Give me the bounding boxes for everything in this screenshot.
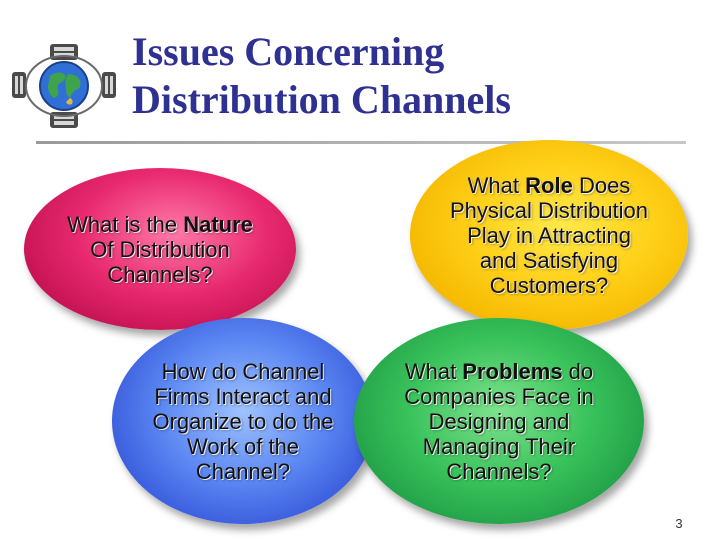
role-line-2: Physical Distribution [449,197,649,223]
slide-title-line-1: Issues Concerning [132,29,445,74]
role-line-1: What Role Does [467,172,631,198]
right-satellite-icon [102,72,116,98]
interact-line-5: Channel? [195,458,291,484]
left-satellite-icon [12,72,26,98]
problems-bubble: What Problems do Companies Face in Desig… [354,318,644,524]
slide-title-line-2: Distribution Channels [132,77,511,122]
nature-line-2: Of Distribution [90,236,230,262]
problems-line-3: Designing and [428,408,570,434]
role-line-5: Customers? [489,272,609,298]
problems-line-2: Companies Face in [404,383,594,409]
slide-title: Issues Concerning Distribution Channels [132,28,692,124]
page-number: 3 [675,516,683,531]
role-bubble: What Role Does Physical Distribution Pla… [410,140,688,330]
nature-bubble: What is the Nature Of Distribution Chann… [24,168,296,330]
problems-line-4: Managing Their [422,433,576,459]
nature-line-1: What is the Nature [67,211,253,237]
role-line-3: Play in Attracting [467,222,631,248]
problems-line-1: What Problems do [404,358,594,384]
interact-line-3: Organize to do the [152,408,334,434]
nature-line-3: Channels? [107,261,213,287]
interact-line-1: How do Channel [161,358,325,384]
role-line-4: and Satisfying [479,247,619,273]
interact-bubble: How do Channel Firms Interact and Organi… [112,318,374,524]
globe-logo-icon [10,38,118,134]
interact-line-4: Work of the [186,433,300,459]
title-divider [36,141,686,144]
problems-line-5: Channels? [446,458,552,484]
interact-line-2: Firms Interact and [154,383,332,409]
